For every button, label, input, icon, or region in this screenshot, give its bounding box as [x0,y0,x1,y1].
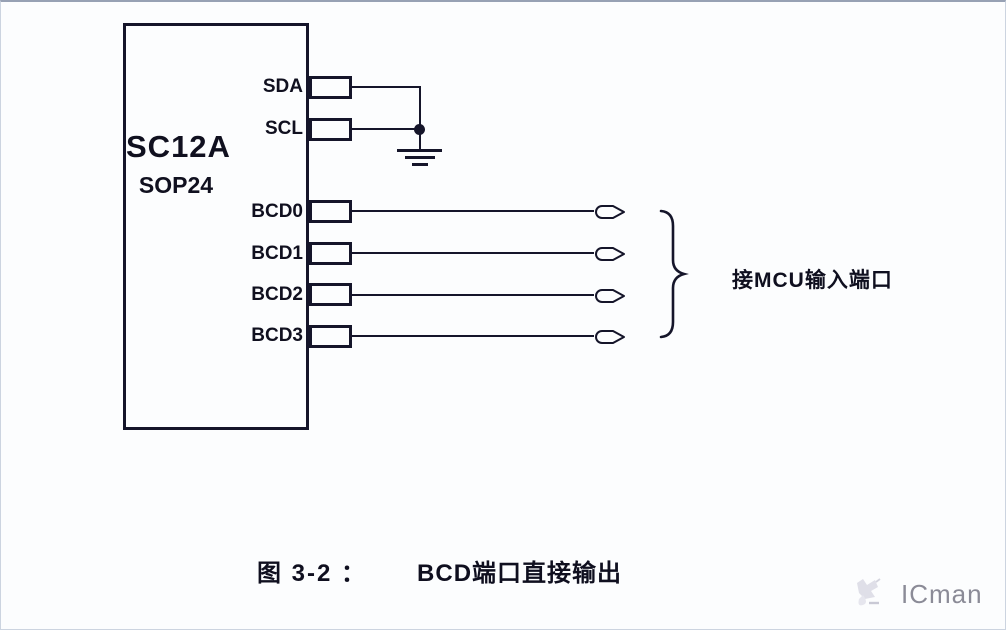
chip-name: SC12A [126,129,231,164]
wire-sda-to-scl [419,86,421,130]
terminal-connector-icon [595,247,625,261]
wire-sda [351,86,421,88]
pin-label-scl: SCL [265,118,303,139]
pin-box-bcd0 [309,200,352,223]
figure-title: BCD端口直接输出 [417,560,623,587]
ground-icon [405,156,435,159]
brace-icon [659,209,689,339]
pin-box-scl [309,118,352,141]
terminal-connector-icon [595,289,625,303]
terminal-connector-icon [595,205,625,219]
terminal-connector-icon [595,330,625,344]
wire-bcd2 [351,294,594,296]
wire-bcd3 [351,335,594,337]
watermark-brand: ICman [901,578,983,609]
pin-label-bcd2: BCD2 [251,284,303,305]
pin-box-sda [309,76,352,99]
wire-scl [351,128,419,130]
figure-number: 图 3-2 ： [257,560,368,587]
pin-box-bcd2 [309,283,352,306]
watermark: ICman [849,577,983,611]
ground-icon [412,163,428,166]
pin-label-sda: SDA [262,76,303,97]
figure-caption: 图 3-2 ： BCD端口直接输出 [257,553,622,588]
ground-icon [397,149,442,152]
pin-label-bcd1: BCD1 [251,243,303,264]
pin-label-bcd0: BCD0 [251,201,303,222]
chip-outline [123,23,309,430]
pin-box-bcd1 [309,242,352,265]
pin-label-bcd3: BCD3 [251,325,303,346]
ground-stem [419,129,421,150]
chip-package: SOP24 [138,172,214,198]
mcu-port-annotation: 接MCU输入端口 [732,269,893,292]
icman-logo-icon [857,578,881,606]
wire-bcd1 [351,252,594,254]
pin-box-bcd3 [309,325,352,348]
wire-bcd0 [351,210,594,212]
